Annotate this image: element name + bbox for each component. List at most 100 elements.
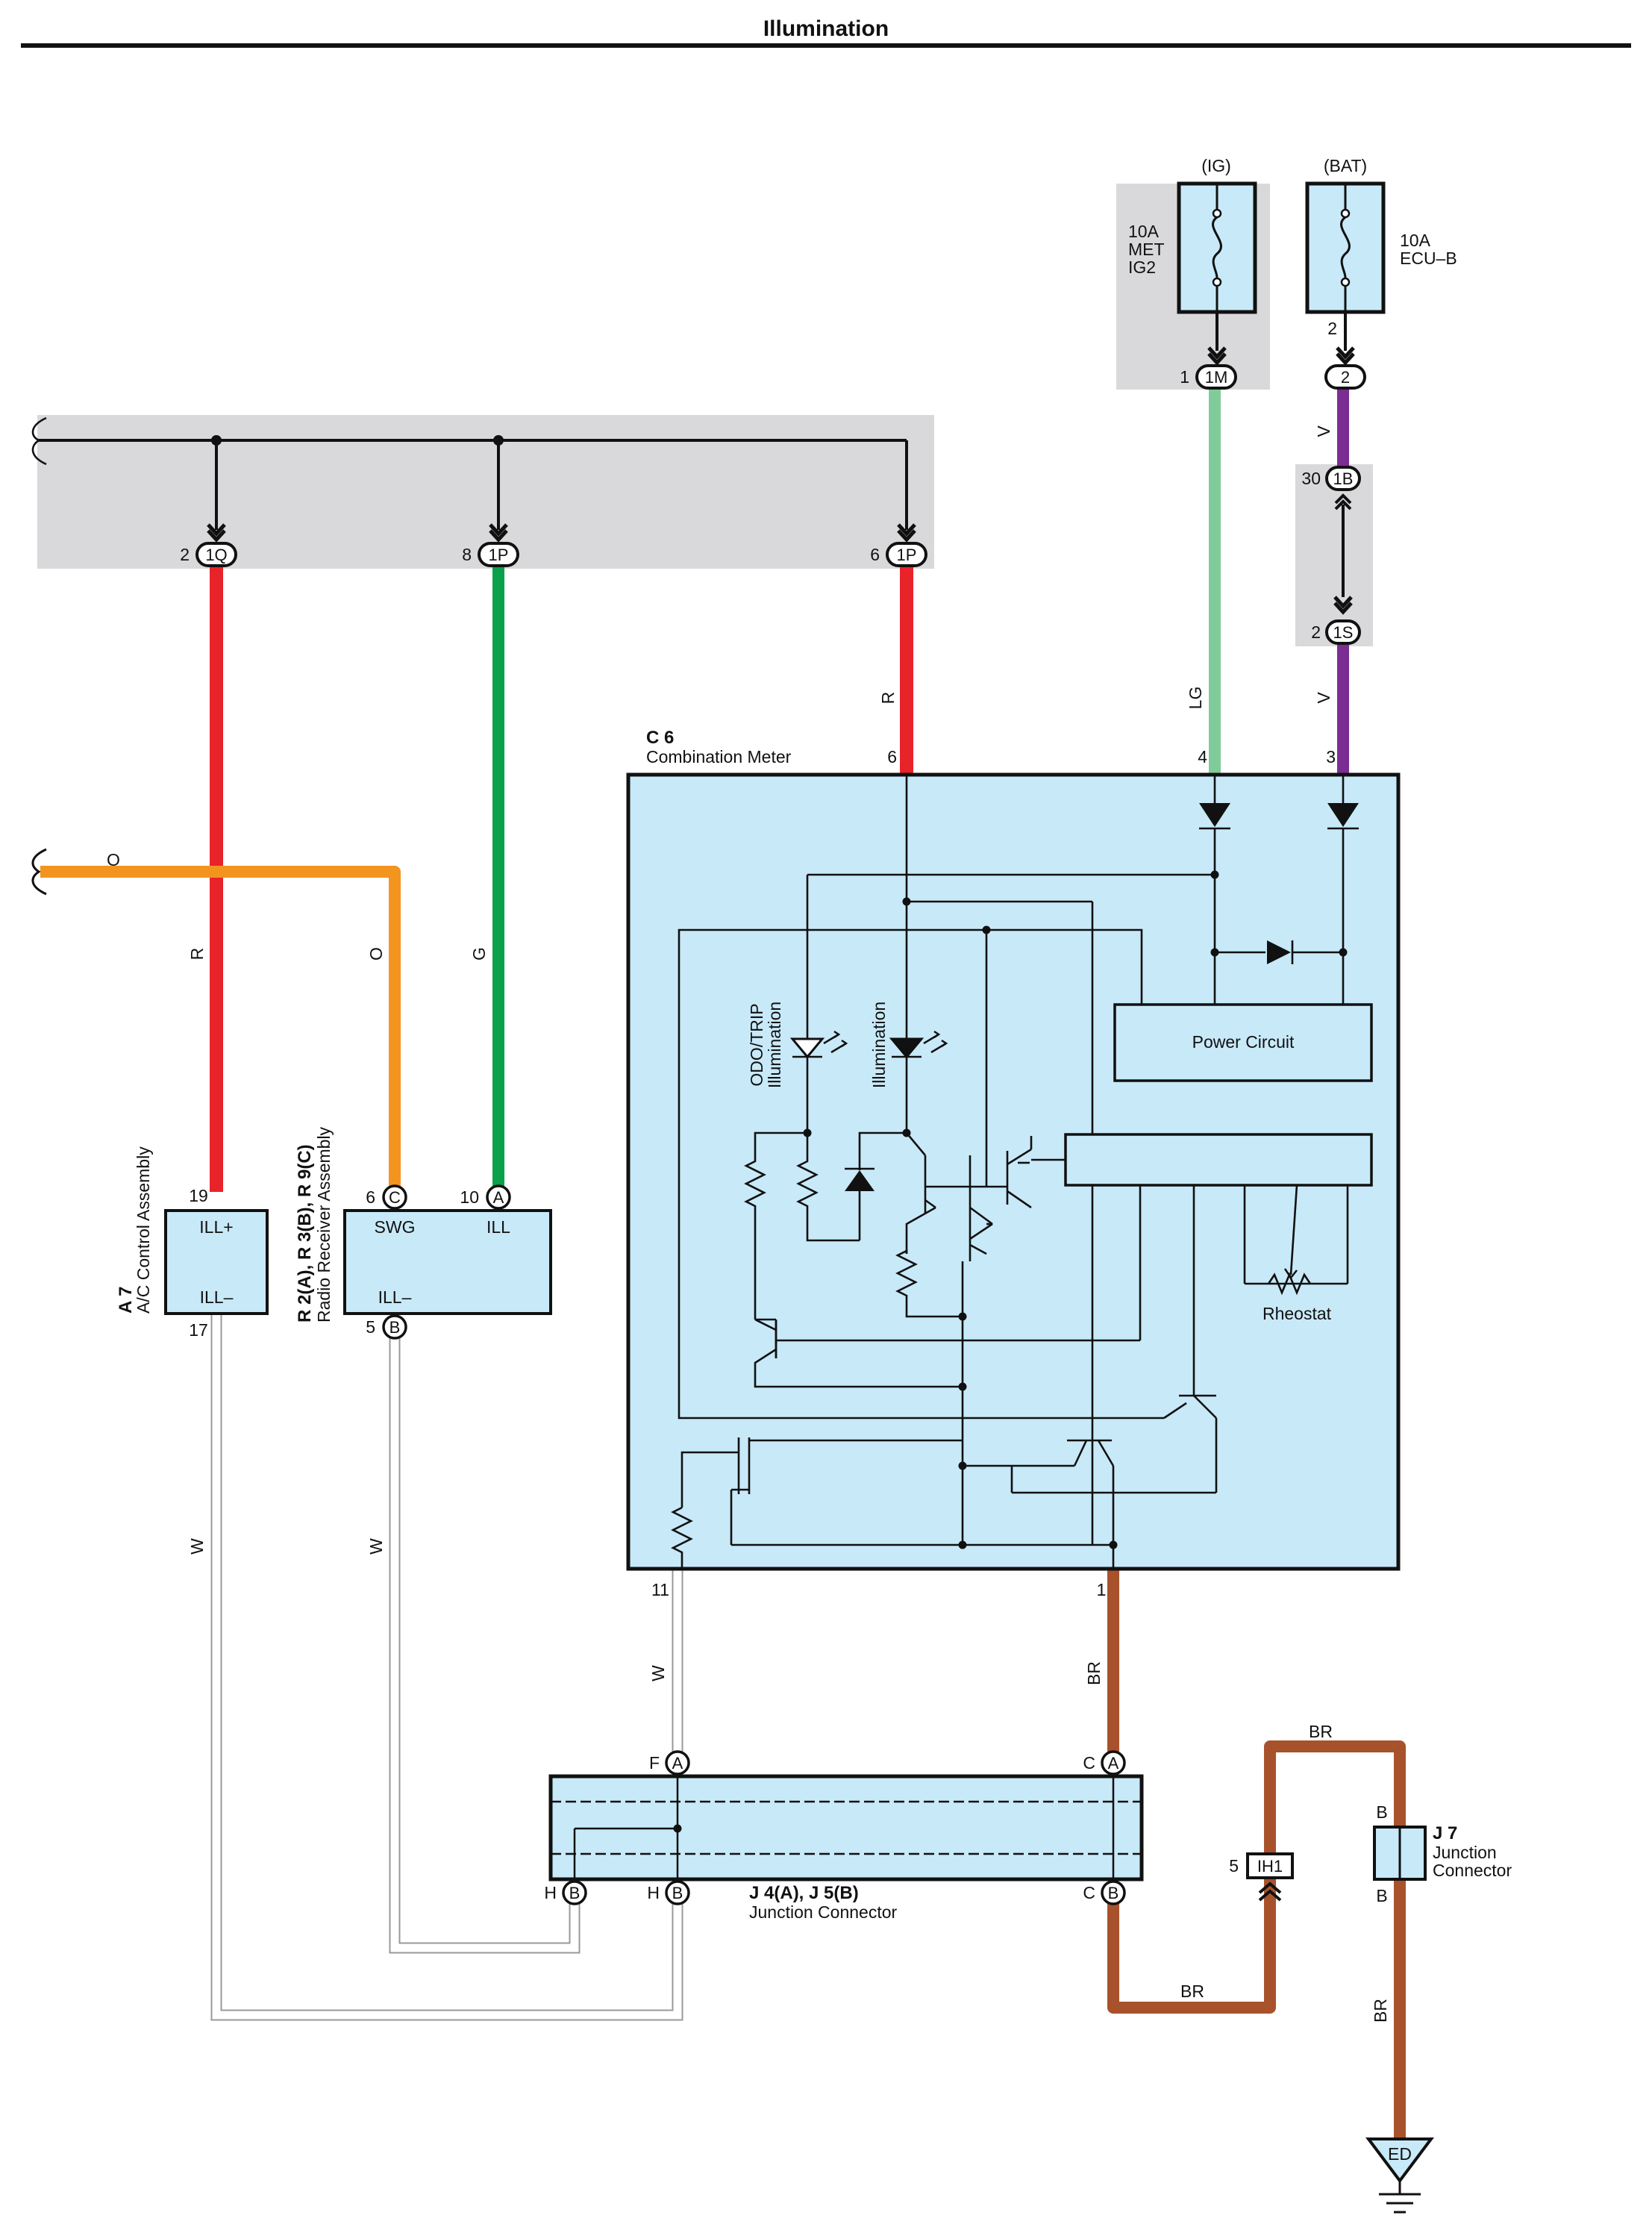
jc-pin-f: F (649, 1753, 660, 1773)
ac-control-assembly: ILL+ ILL– 19 17 A 7 A/C Control Assembly (116, 1146, 269, 1340)
ac-pin-bottom: 17 (189, 1320, 208, 1340)
fuse-bat-name1: ECU–B (1400, 249, 1457, 268)
fuse-bat-connector: 2 (1341, 368, 1350, 387)
odo-trip-label-1: ODO/TRIP (747, 1003, 766, 1086)
radio-receiver-assembly: C 6 A 10 SWG ILL ILL– B 5 R 2(A), R 3(B)… (295, 1126, 552, 1340)
conn-1s-id: 1S (1333, 623, 1354, 642)
jc-conn-f: A (672, 1754, 683, 1773)
top-bus (31, 416, 915, 540)
label-w11: W (648, 1665, 668, 1681)
fuse-ig-name1: MET (1128, 240, 1165, 259)
conn-1p-a-pin: 8 (462, 545, 472, 564)
fuse-ig-name2: IG2 (1128, 257, 1156, 277)
meter-code: C 6 (646, 728, 674, 748)
top-connectors: 1Q 2 1P 8 1P 6 (180, 542, 927, 567)
wire-brown-loop (1107, 1740, 1406, 2148)
jc-conn-c-bottom: B (1108, 1884, 1119, 1902)
page-title: Illumination (763, 16, 889, 41)
orange-wire-break (31, 848, 47, 896)
jc-conn-h2: B (672, 1884, 683, 1902)
radio-terminal-swg: SWG (375, 1217, 416, 1237)
fuse-ig-pin: 1 (1180, 367, 1189, 387)
wire-white-2 (389, 1336, 581, 1954)
combination-meter: C 6 Combination Meter 6 4 3 11 1 (626, 728, 1401, 1599)
jc-pin-c-bottom: C (1083, 1883, 1095, 1902)
wire-labels: R O G R LG V V O W W W BR BR BR BR (107, 425, 1390, 2023)
fuse-ig-rating: 10A (1128, 222, 1160, 241)
odo-trip-label-2: Illumination (765, 1002, 784, 1088)
jc-pin-h1: H (544, 1883, 557, 1902)
jc-name: Junction Connector (749, 1902, 898, 1922)
label-w12: BR (1084, 1661, 1104, 1685)
radio-pin-swg: 6 (366, 1187, 375, 1207)
radio-pin-ill-minus: 5 (366, 1317, 375, 1337)
conn-1p-b-id: 1P (897, 546, 917, 564)
fuse-bat-rating: 10A (1400, 231, 1431, 250)
wire-white-1 (210, 1314, 683, 2021)
label-w7: V (1314, 692, 1333, 704)
ground-id: ED (1388, 2144, 1412, 2164)
label-w10: W (366, 1538, 386, 1555)
ac-code: A 7 (116, 1287, 136, 1314)
label-w6: V (1314, 425, 1333, 437)
label-w1: R (187, 948, 207, 961)
ac-terminal-bottom: ILL– (200, 1287, 234, 1307)
label-w8: O (107, 850, 120, 869)
fuse-bat-source: (BAT) (1324, 156, 1367, 175)
illumination-label: Illumination (869, 1002, 889, 1088)
conn-1b-pin: 30 (1301, 469, 1321, 488)
meter-internal-circuit: Power Circuit ODO/TRIP Illumination (671, 775, 1373, 1569)
meter-pin-gnd: 11 (651, 1580, 669, 1599)
j7-code: J 7 (1433, 1823, 1457, 1843)
j7-junction-connector: B B J 7 Junction Connector (1373, 1802, 1512, 1905)
label-w13: BR (1309, 1722, 1333, 1741)
radio-conn-swg: C (389, 1188, 401, 1207)
conn-1s-pin: 2 (1311, 622, 1321, 642)
conn-1q-id: 1Q (205, 546, 227, 564)
radio-name: Radio Receiver Assembly (314, 1126, 334, 1323)
ih1-pin: 5 (1229, 1856, 1239, 1876)
jc-pin-h2: H (647, 1883, 660, 1902)
meter-pin-v: 3 (1326, 747, 1336, 766)
ih1-connector: IH1 5 (1229, 1852, 1294, 1902)
fuse-ig-source: (IG) (1201, 156, 1231, 175)
j7-pin-top: B (1376, 1802, 1387, 1822)
jc-pin-c-top: C (1083, 1753, 1095, 1773)
label-w5: LG (1186, 687, 1205, 710)
ac-name: A/C Control Assembly (134, 1146, 153, 1314)
fuse-bat: (BAT) 10A ECU–B 2 2 (1305, 156, 1457, 390)
jc-code: J 4(A), J 5(B) (749, 1883, 859, 1903)
wire-orange (40, 866, 401, 1191)
conn-1b-id: 1B (1333, 469, 1354, 488)
fuse-ig-connector: 1M (1205, 368, 1228, 387)
fuse-ig: (IG) 10A MET IG2 1M 1 (1128, 156, 1257, 390)
meter-pin-br: 1 (1097, 1580, 1107, 1599)
radio-conn-ill-minus: B (389, 1318, 401, 1337)
radio-conn-ill: A (493, 1188, 504, 1207)
label-w9: W (187, 1538, 207, 1555)
radio-terminal-ill-minus: ILL– (378, 1287, 412, 1307)
meter-pin-lg: 4 (1198, 747, 1207, 766)
junction-connector-j4-j5: A F A C B H B H B C J 4(A), J 5(B) Junct… (544, 1750, 1144, 1922)
label-w2: O (366, 947, 386, 961)
label-w14: BR (1180, 1982, 1204, 2001)
title-rule (21, 43, 1631, 48)
meter-name: Combination Meter (646, 747, 792, 766)
conn-1p-a-id: 1P (489, 546, 509, 564)
j7-name2: Connector (1433, 1861, 1512, 1880)
ground-ed: ED (1365, 2137, 1434, 2214)
radio-pin-ill: 10 (460, 1187, 479, 1207)
fuse-bat-pin-above: 2 (1327, 319, 1337, 338)
radio-terminal-ill: ILL (486, 1217, 510, 1237)
label-w15: BR (1371, 1999, 1390, 2023)
j7-name1: Junction (1433, 1843, 1497, 1862)
jc-conn-c-top: A (1108, 1754, 1119, 1773)
jc-conn-h1: B (569, 1884, 581, 1902)
conn-1p-b-pin: 6 (870, 545, 880, 564)
label-w3: G (469, 947, 489, 961)
rheostat-label: Rheostat (1263, 1304, 1332, 1323)
ac-terminal-top: ILL+ (199, 1217, 233, 1237)
ac-pin-top: 19 (189, 1186, 208, 1205)
j7-pin-bottom: B (1376, 1886, 1387, 1905)
